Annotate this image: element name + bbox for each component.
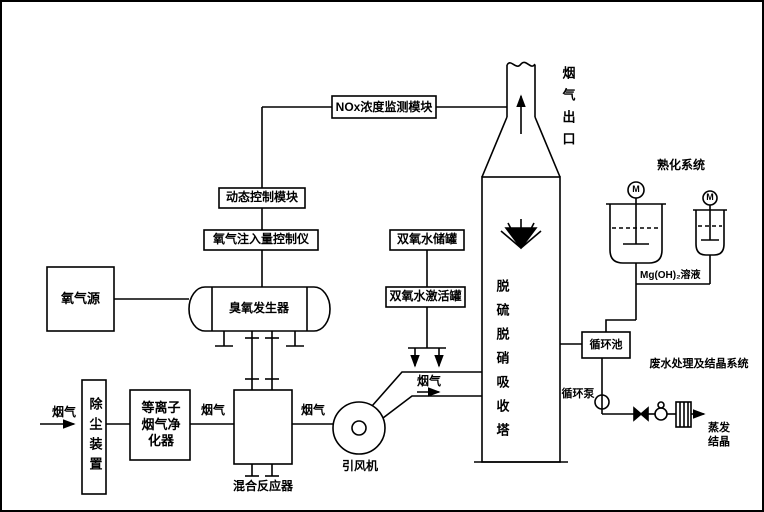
ozone-generator-shape bbox=[188, 286, 331, 347]
aging-tanks-shape bbox=[605, 181, 727, 332]
oxygen-injection-controller-label: 氧气注入量控制仪 bbox=[212, 232, 309, 247]
plasma-purifier-label: 等离子烟气净化器 bbox=[141, 399, 181, 449]
dust-removal-device-label: 除尘装置 bbox=[87, 397, 103, 477]
flue-gas-inlet-label: 烟气 bbox=[51, 405, 76, 420]
absorption-tower-label: 脱硫脱硝吸收塔 bbox=[494, 279, 510, 447]
dynamic-control-module-label: 动态控制模块 bbox=[225, 190, 298, 205]
fan-shape bbox=[332, 401, 386, 455]
h2o2-shapes bbox=[385, 229, 466, 368]
aging-system-label: 熟化系统 bbox=[656, 158, 705, 173]
oxygen-source-shape bbox=[46, 266, 189, 332]
flue-gas-label-2: 烟气 bbox=[300, 403, 325, 418]
control-chain-shapes bbox=[203, 95, 507, 287]
oxygen-source-label: 氧气源 bbox=[60, 290, 100, 306]
wastewater-equipment-shape bbox=[633, 401, 706, 428]
circulation-shapes bbox=[560, 331, 634, 415]
flue-gas-duct-label: 烟气 bbox=[416, 373, 441, 388]
plasma-purifier-shape bbox=[129, 389, 234, 461]
mgoh2-solution-label: Mg(OH)₂溶液 bbox=[640, 269, 701, 281]
h2o2-storage-tank-label: 双氧水储罐 bbox=[396, 232, 457, 247]
wastewater-system-label: 废水处理及结晶系统 bbox=[649, 357, 749, 370]
tower-shape bbox=[474, 61, 568, 463]
circulation-pump-label: 循环泵 bbox=[561, 387, 595, 400]
h2o2-activation-tank-label: 双氧水激活罐 bbox=[389, 289, 462, 304]
mixing-reactor-label: 混合反应器 bbox=[232, 479, 293, 494]
dust-device-shape bbox=[81, 379, 130, 495]
flue-gas-outlet-label: 烟气出口 bbox=[560, 66, 576, 154]
circulation-pool-label: 循环池 bbox=[589, 338, 623, 351]
mixing-reactor-shape bbox=[233, 331, 333, 477]
motor-icon-left: M bbox=[632, 184, 640, 195]
nox-monitor-module-label: NOx浓度监测模块 bbox=[335, 99, 433, 114]
flue-gas-label-1: 烟气 bbox=[200, 403, 225, 418]
ozone-generator-label: 臭氧发生器 bbox=[228, 301, 289, 316]
duct-shape bbox=[371, 371, 482, 419]
evaporation-crystallization-label: 蒸发结晶 bbox=[708, 421, 730, 448]
motor-icon-right: M bbox=[706, 192, 714, 203]
induced-draft-fan-label: 引风机 bbox=[341, 459, 378, 474]
